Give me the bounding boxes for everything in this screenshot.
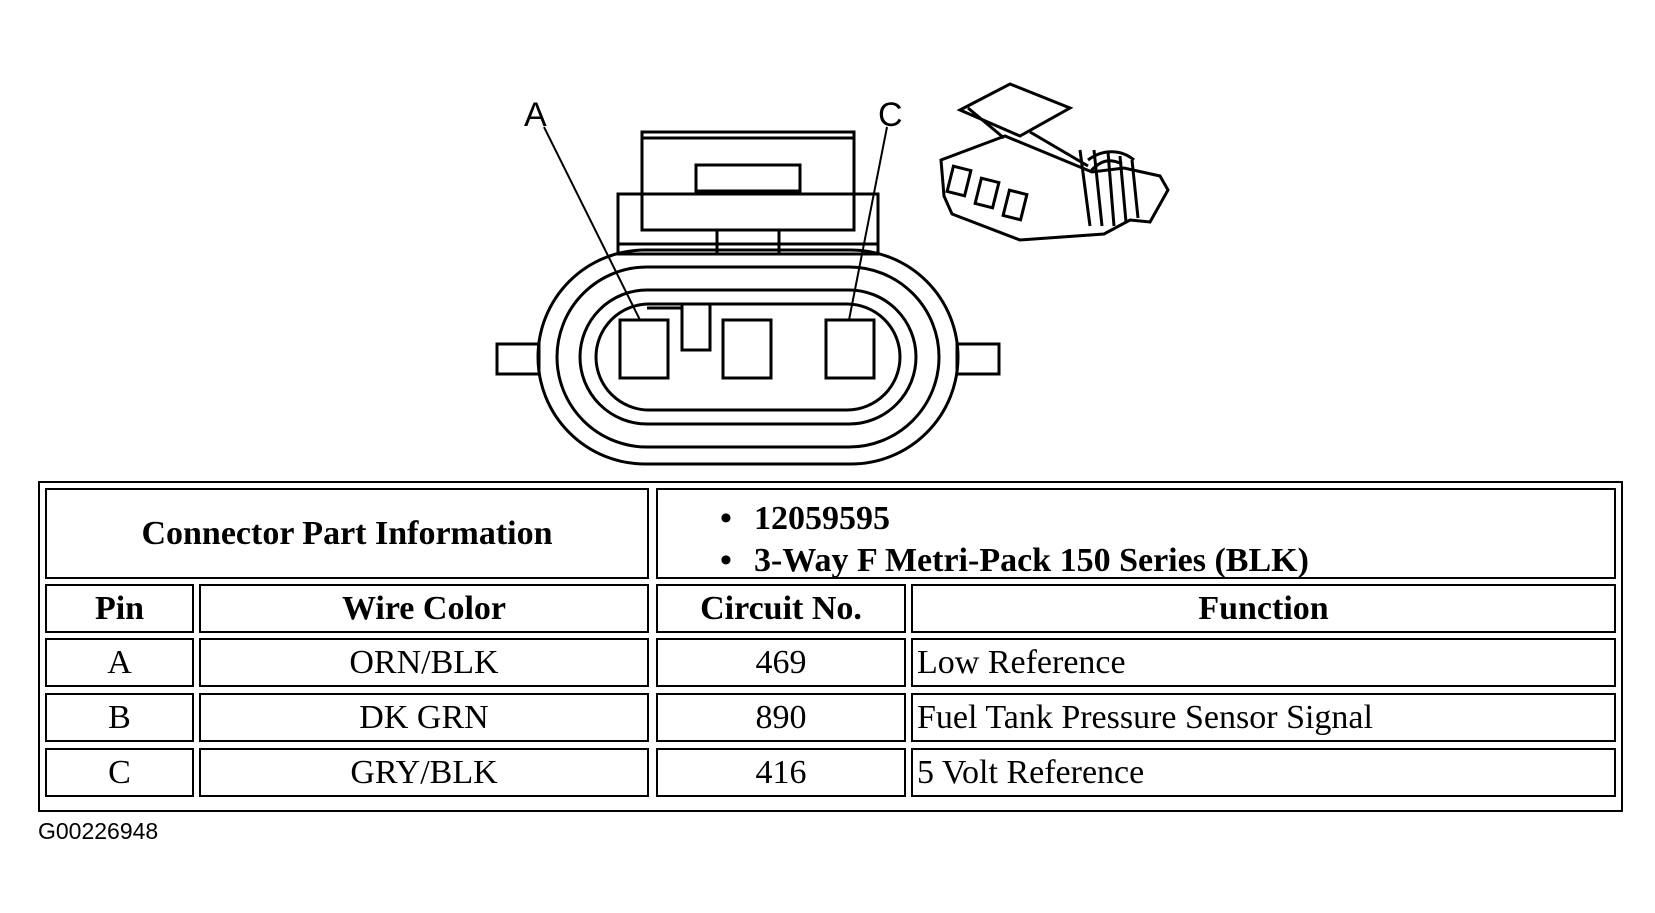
bullet-icon: • <box>720 500 732 537</box>
table-row-function: Low Reference <box>911 638 1616 687</box>
connector-latch <box>616 130 880 256</box>
part-number-line: • 12059595 <box>720 498 1614 540</box>
table-row-circuit: 469 <box>656 638 906 687</box>
connector-body <box>536 248 960 466</box>
figure-id: G00226948 <box>38 818 159 844</box>
table-row-function: Fuel Tank Pressure Sensor Signal <box>911 693 1616 742</box>
header-wire-color: Wire Color <box>199 584 649 633</box>
table-row-wire-color: GRY/BLK <box>199 748 649 797</box>
part-number-line: • 3-Way F Metri-Pack 150 Series (BLK) <box>720 540 1614 582</box>
table-row-function: 5 Volt Reference <box>911 748 1616 797</box>
bullet-icon: • <box>720 542 732 579</box>
table-row-pin: A <box>45 638 194 687</box>
header-function: Function <box>911 584 1616 633</box>
connector-table <box>38 481 1623 812</box>
table-row-pin: C <box>45 748 194 797</box>
part-numbers-cell: • 12059595 • 3-Way F Metri-Pack 150 Series… <box>656 488 1616 579</box>
callout-a: A <box>524 96 547 134</box>
table-row-circuit: 890 <box>656 693 906 742</box>
header-pin: Pin <box>45 584 194 633</box>
table-row-circuit: 416 <box>656 748 906 797</box>
leader-line-a <box>543 126 641 321</box>
part-description: 3-Way F Metri-Pack 150 Series (BLK) <box>754 542 1309 579</box>
side-tab-left <box>495 342 541 376</box>
connector-3d-illustration <box>939 82 1170 242</box>
terminal-c <box>824 318 876 380</box>
table-row-wire-color: DK GRN <box>199 693 649 742</box>
table-row-pin: B <box>45 693 194 742</box>
side-tab-right <box>955 342 1001 376</box>
terminal-a <box>618 318 670 380</box>
terminal-b <box>721 318 773 380</box>
leader-line-c <box>848 126 888 321</box>
header-circuit-no: Circuit No. <box>656 584 906 633</box>
connector-part-info-label: Connector Part Information <box>45 488 649 579</box>
callout-c: C <box>878 96 903 134</box>
table-row-wire-color: ORN/BLK <box>199 638 649 687</box>
part-number: 12059595 <box>754 500 890 537</box>
key-tab <box>680 302 712 352</box>
connector-diagram: A C <box>495 82 1170 466</box>
